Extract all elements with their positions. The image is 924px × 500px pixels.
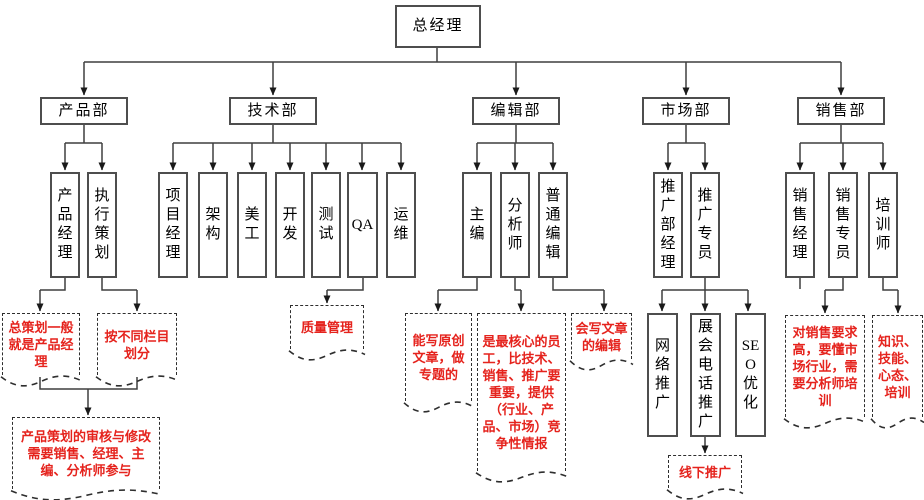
node-role-qa: QA bbox=[347, 172, 378, 278]
note-text: 是最核心的员工，比技术、销售、推广要重要，提供（行业、产品、市场）竞争性情报 bbox=[482, 334, 561, 451]
node-dept-tech: 技术部 bbox=[229, 97, 317, 125]
note-column-split: 按不同栏目划分 bbox=[97, 313, 177, 375]
connector-product-notes bbox=[36, 278, 141, 416]
wave-border bbox=[871, 416, 924, 429]
node-general-manager: 总经理 bbox=[395, 5, 481, 48]
connector-product-dept bbox=[61, 125, 106, 171]
note-text: 质量管理 bbox=[300, 320, 353, 335]
connector-tech-dept bbox=[169, 125, 405, 171]
node-channel-online-promo: 网络推广 bbox=[647, 313, 678, 437]
note-editor: 会写文章的编辑 bbox=[571, 313, 632, 359]
note-offline-promo: 线下推广 bbox=[668, 455, 742, 488]
node-role-analyst: 分析师 bbox=[500, 172, 530, 278]
note-trainer: 知识、技能、心态、培训 bbox=[872, 315, 923, 417]
node-role-exec-planner: 执行策划 bbox=[87, 172, 117, 278]
node-role-tester: 测试 bbox=[311, 172, 341, 278]
node-dept-market: 市场部 bbox=[642, 97, 730, 125]
node-role-chief-editor: 主编 bbox=[462, 172, 492, 278]
wave-border bbox=[11, 488, 161, 500]
connector-market-dept bbox=[664, 125, 709, 171]
note-analyst: 是最核心的员工，比技术、销售、推广要重要，提供（行业、产品、市场）竞争性情报 bbox=[477, 313, 566, 471]
note-review: 产品策划的审核与修改需要销售、经理、主编、分析师参与 bbox=[12, 417, 160, 489]
wave-border bbox=[404, 400, 473, 413]
note-text: 知识、技能、心态、培训 bbox=[877, 333, 917, 400]
note-chief-editor: 能写原创文章，做专题的 bbox=[405, 313, 472, 401]
connector-promotion-channels bbox=[658, 278, 752, 454]
note-text: 能写原创文章，做专题的 bbox=[412, 333, 465, 382]
node-role-product-manager: 产品经理 bbox=[50, 172, 80, 278]
node-role-promo-specialist: 推广专员 bbox=[690, 172, 720, 278]
node-role-trainer: 培训师 bbox=[868, 172, 898, 278]
note-text: 对销售要求高，要懂市场行业，需要分析师培训 bbox=[792, 325, 858, 408]
note-quality-management: 质量管理 bbox=[290, 305, 364, 349]
note-text: 会写文章的编辑 bbox=[575, 320, 628, 353]
connector-sales-dept bbox=[796, 125, 887, 171]
node-role-promo-dept-manager: 推广部经理 bbox=[653, 172, 683, 278]
wave-border bbox=[96, 374, 178, 387]
node-role-ops: 运维 bbox=[386, 172, 416, 278]
note-text: 按不同栏目划分 bbox=[104, 328, 170, 361]
node-role-sales-specialist: 销售专员 bbox=[828, 172, 858, 278]
node-role-developer: 开发 bbox=[275, 172, 305, 278]
connector-editorial-notes bbox=[434, 278, 608, 312]
connector-editorial-dept bbox=[473, 125, 557, 171]
wave-border bbox=[667, 487, 743, 500]
node-channel-expo-phone-promo: 展会电话推广 bbox=[690, 313, 721, 437]
connector-qa-note bbox=[323, 278, 364, 304]
node-role-architect: 架构 bbox=[198, 172, 228, 278]
wave-border bbox=[784, 416, 866, 429]
node-role-designer: 美工 bbox=[237, 172, 267, 278]
node-dept-sales: 销售部 bbox=[797, 97, 885, 125]
wave-border bbox=[476, 470, 567, 483]
wave-border bbox=[1, 374, 81, 387]
note-text: 产品策划的审核与修改需要销售、经理、主编、分析师参与 bbox=[20, 429, 151, 478]
node-dept-editorial: 编辑部 bbox=[472, 97, 560, 125]
note-text: 总策划一般就是产品经理 bbox=[8, 320, 74, 369]
wave-border bbox=[570, 358, 633, 371]
note-sales-requirement: 对销售要求高，要懂市场行业，需要分析师培训 bbox=[785, 315, 865, 417]
node-role-project-manager: 项目经理 bbox=[158, 172, 188, 278]
node-channel-seo: SEO优化 bbox=[735, 313, 766, 437]
node-role-sales-manager: 销售经理 bbox=[785, 172, 815, 278]
wave-border bbox=[289, 348, 365, 361]
node-role-editor: 普通编辑 bbox=[538, 172, 568, 278]
note-chief-planner: 总策划一般就是产品经理 bbox=[2, 313, 80, 375]
connector-sales-notes bbox=[799, 278, 902, 314]
node-dept-product: 产品部 bbox=[40, 97, 128, 125]
connector-root-to-departments bbox=[80, 48, 845, 96]
note-text: 线下推广 bbox=[678, 464, 731, 480]
